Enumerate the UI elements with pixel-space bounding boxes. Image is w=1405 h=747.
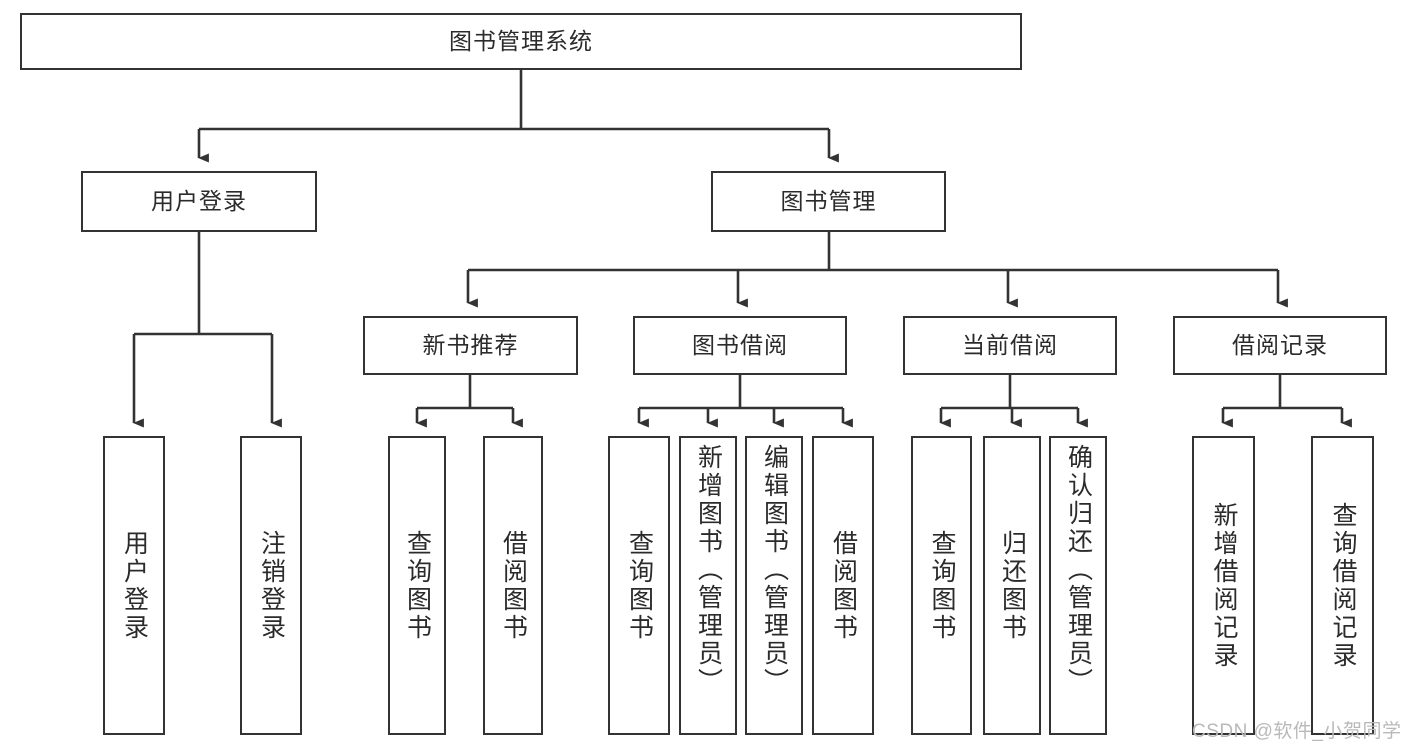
node-leaf-borrow-edit[interactable]: 编辑图书（管理员） — [745, 436, 803, 735]
node-leaf-cur-return[interactable]: 归还图书 — [983, 436, 1041, 735]
node-root-label: 图书管理系统 — [449, 27, 593, 54]
node-leaf-rec-borrow[interactable]: 借阅图书 — [483, 436, 543, 735]
node-leaf-rec-add-label: 新增借阅记录 — [1210, 501, 1238, 670]
node-leaf-borrow-edit-label: 编辑图书（管理员） — [760, 444, 789, 696]
node-leaf-borrow-add-label: 新增图书（管理员） — [694, 444, 723, 696]
node-root[interactable]: 图书管理系统 — [20, 13, 1022, 70]
node-leaf-borrow-add[interactable]: 新增图书（管理员） — [679, 436, 737, 735]
node-book-borrow-label: 图书借阅 — [692, 331, 788, 358]
node-new-book-rec[interactable]: 新书推荐 — [363, 316, 578, 375]
node-leaf-user-login[interactable]: 用户登录 — [103, 436, 165, 735]
node-borrow-record[interactable]: 借阅记录 — [1173, 316, 1387, 375]
node-leaf-cur-query[interactable]: 查询图书 — [911, 436, 972, 735]
node-leaf-cur-confirm[interactable]: 确认归还（管理员） — [1049, 436, 1107, 735]
node-book-manage-label: 图书管理 — [780, 187, 877, 214]
node-new-book-rec-label: 新书推荐 — [422, 331, 519, 358]
node-leaf-rec-query-label: 查询图书 — [403, 529, 432, 642]
node-leaf-rec-query[interactable]: 查询图书 — [388, 436, 446, 735]
node-leaf-cur-query-label: 查询图书 — [928, 529, 956, 642]
node-leaf-user-logout-label: 注销登录 — [257, 529, 286, 642]
node-borrow-record-label: 借阅记录 — [1232, 331, 1328, 358]
node-book-borrow[interactable]: 图书借阅 — [633, 316, 847, 375]
node-leaf-borrow-query[interactable]: 查询图书 — [608, 436, 670, 735]
node-current-borrow-label: 当前借阅 — [962, 331, 1058, 358]
node-leaf-borrow-do[interactable]: 借阅图书 — [812, 436, 874, 735]
node-leaf-borrow-do-label: 借阅图书 — [829, 529, 858, 642]
node-leaf-rec-query2[interactable]: 查询借阅记录 — [1311, 436, 1374, 735]
node-leaf-cur-confirm-label: 确认归还（管理员） — [1064, 444, 1093, 696]
node-leaf-rec-borrow-label: 借阅图书 — [499, 529, 528, 642]
node-user-login[interactable]: 用户登录 — [81, 171, 317, 232]
node-book-manage[interactable]: 图书管理 — [711, 171, 946, 232]
node-user-login-label: 用户登录 — [151, 187, 247, 214]
node-leaf-rec-query2-label: 查询借阅记录 — [1329, 501, 1357, 670]
node-current-borrow[interactable]: 当前借阅 — [903, 316, 1117, 375]
node-leaf-borrow-query-label: 查询图书 — [625, 529, 654, 642]
node-leaf-user-login-label: 用户登录 — [120, 529, 149, 642]
csdn-watermark: CSDN @软件_小贺同学 — [1192, 721, 1402, 742]
node-leaf-cur-return-label: 归还图书 — [998, 529, 1027, 642]
node-leaf-user-logout[interactable]: 注销登录 — [240, 436, 302, 735]
node-leaf-rec-add[interactable]: 新增借阅记录 — [1192, 436, 1255, 735]
